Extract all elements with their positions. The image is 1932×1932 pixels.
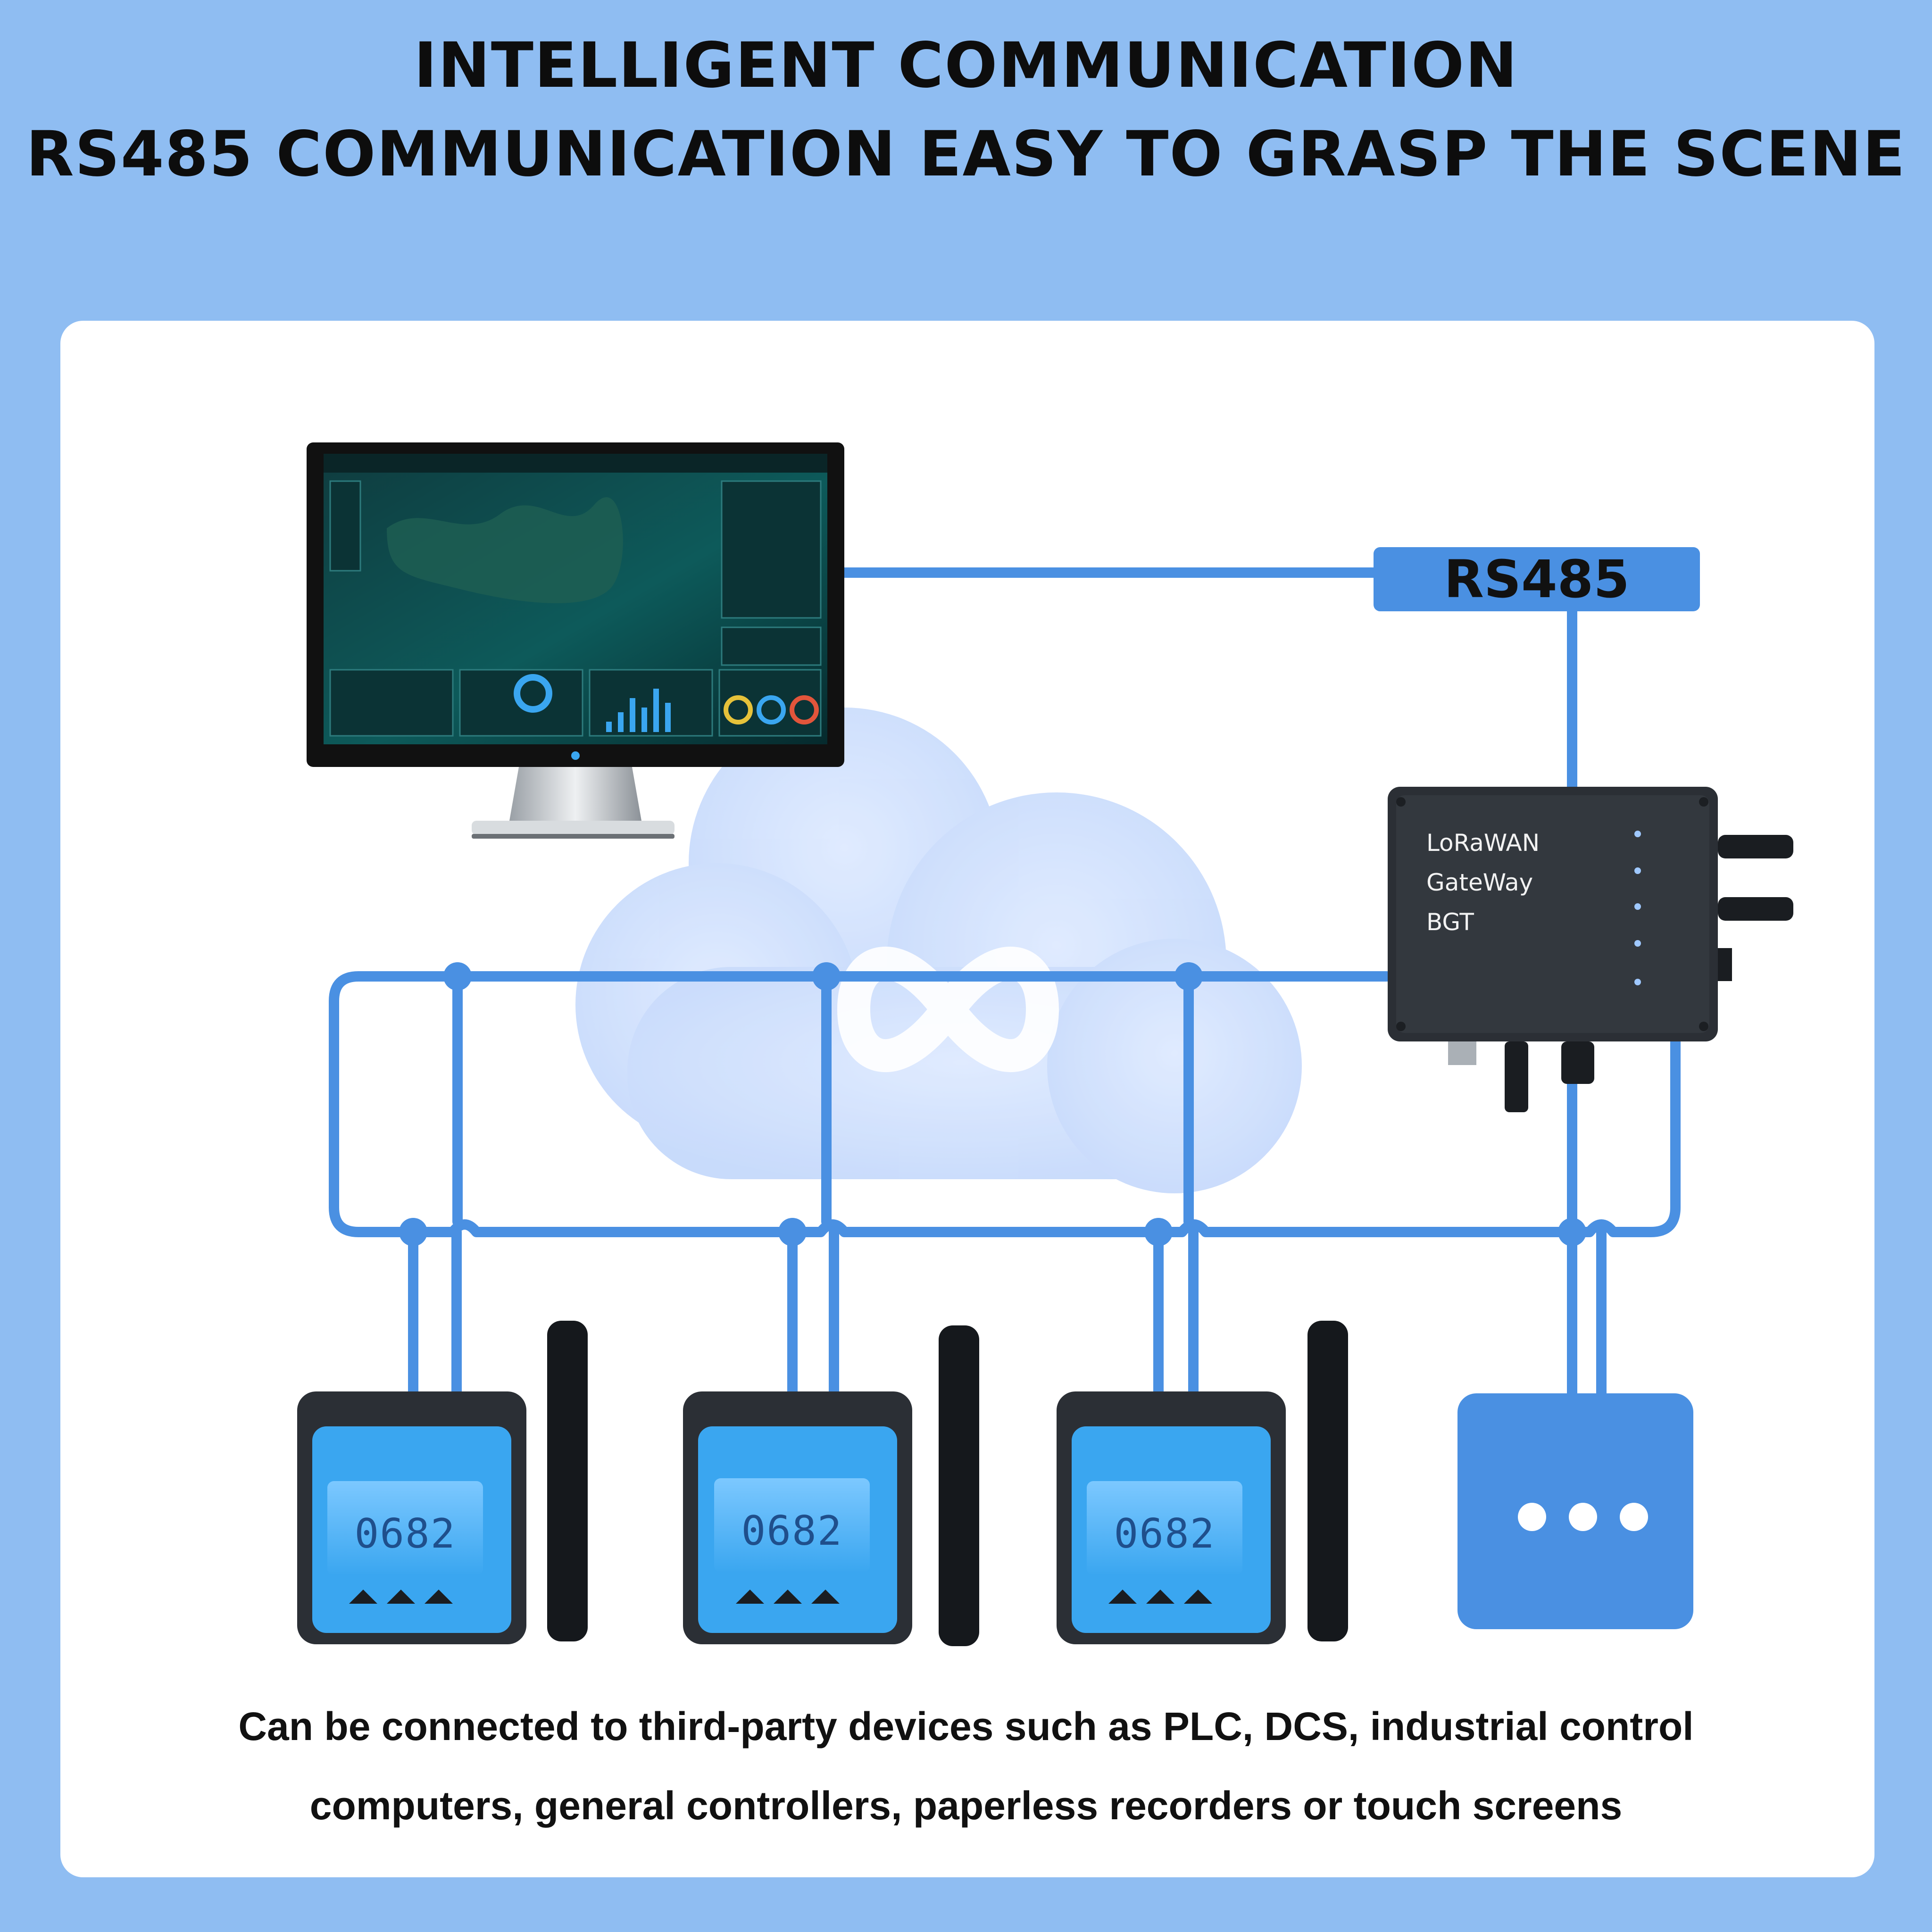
meter-3 [1057, 1321, 1348, 1644]
more-dots-icon [1457, 1393, 1693, 1629]
meter-2-reading: 0682 [741, 1507, 843, 1555]
wire-junctions [399, 962, 1586, 1246]
caption-line-1: Can be connected to third-party devices … [238, 1704, 1694, 1749]
caption-line-2: computers, general controllers, paperles… [309, 1783, 1623, 1828]
meter-1-reading: 0682 [354, 1510, 456, 1557]
meter-3-reading: 0682 [1114, 1510, 1216, 1557]
meter-1 [297, 1321, 588, 1644]
title-line-1: INTELLIGENT COMMUNICATION [414, 29, 1518, 102]
gateway-device [1388, 787, 1793, 1112]
gateway-label-line-1: LoRaWAN [1426, 829, 1540, 857]
rs485-label-box [1374, 547, 1700, 611]
cloud-icon [575, 708, 1302, 1193]
title-line-2: RS485 COMMUNICATION EASY TO GRASP THE SC… [26, 118, 1906, 191]
meter-2 [683, 1325, 979, 1646]
monitor-icon [307, 442, 844, 839]
rs485-wiring [329, 567, 1681, 1401]
gateway-label-line-2: GateWay [1426, 869, 1533, 896]
gateway-label-line-3: BGT [1426, 908, 1474, 936]
rs485-label: RS485 [1444, 549, 1630, 609]
